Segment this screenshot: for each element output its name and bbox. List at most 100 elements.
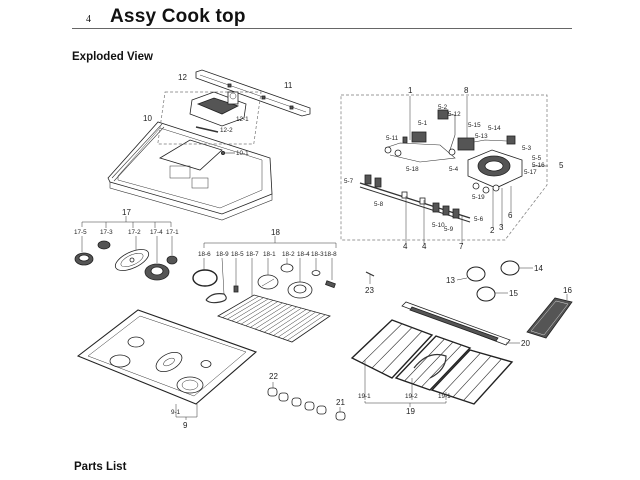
callout-8: 8 bbox=[464, 86, 469, 95]
part-10-base-tray bbox=[107, 121, 273, 221]
rack-wire bbox=[236, 300, 274, 323]
part-23-pin bbox=[365, 271, 375, 284]
part-19-1-grate-left bbox=[350, 319, 434, 379]
callout-5-3: 5-3 bbox=[522, 145, 532, 152]
callout-17: 17 bbox=[122, 208, 131, 217]
callout-5-9: 5-9 bbox=[444, 226, 454, 233]
callout-5-18: 5-18 bbox=[406, 166, 419, 173]
callout-21: 21 bbox=[336, 398, 345, 407]
callout-5-1: 5-1 bbox=[418, 120, 428, 127]
callout-5-19: 5-19 bbox=[472, 194, 485, 201]
callout-5-16: 5-16 bbox=[532, 162, 545, 169]
part-17-3-burner-cap bbox=[97, 240, 111, 250]
callout-5-8: 5-8 bbox=[374, 201, 384, 208]
callout-4-left: 4 bbox=[403, 242, 408, 251]
title-underline bbox=[72, 28, 572, 29]
rack-wire bbox=[287, 314, 326, 341]
callout-5: 5 bbox=[559, 161, 564, 170]
rack-wire bbox=[231, 298, 269, 322]
part-5-7-valve-manifold-front bbox=[359, 174, 471, 223]
callout-17-2: 17-2 bbox=[128, 229, 141, 236]
callout-5-10: 5-10 bbox=[432, 222, 445, 229]
part-18-9-wire bbox=[205, 257, 227, 304]
callout-5-12: 5-12 bbox=[448, 111, 461, 118]
callout-14: 14 bbox=[534, 264, 543, 273]
callout-18-9: 18-9 bbox=[216, 251, 229, 258]
grate-bar bbox=[381, 331, 423, 374]
grate-bar bbox=[361, 323, 403, 364]
callout-10: 10 bbox=[143, 114, 152, 123]
part-9-top-panel bbox=[76, 309, 258, 420]
callout-6: 6 bbox=[508, 211, 513, 220]
callout-18-8: 18-8 bbox=[324, 251, 337, 258]
callout-5-6: 5-6 bbox=[474, 216, 484, 223]
part-17-5-burner-cap bbox=[74, 236, 94, 266]
callout-5-15: 5-15 bbox=[468, 122, 481, 129]
callout-18-6: 18-6 bbox=[198, 251, 211, 258]
callout-20: 20 bbox=[521, 339, 530, 348]
callout-22: 22 bbox=[269, 372, 278, 381]
section-heading-parts-list: Parts List bbox=[74, 461, 127, 473]
callout-5-13: 5-13 bbox=[475, 133, 488, 140]
part-5-5-burner-ring bbox=[467, 149, 523, 194]
callout-labels: 12 11 12-1 12-2 10 10-1 1 8 5-2 5-12 5-1… bbox=[74, 73, 572, 430]
grate-bar bbox=[421, 344, 462, 388]
callout-17-3: 17-3 bbox=[100, 229, 113, 236]
callout-12-2: 12-2 bbox=[220, 127, 233, 134]
callout-16: 16 bbox=[563, 286, 572, 295]
page-title: Assy Cook top bbox=[110, 6, 246, 27]
section-heading-exploded-view: Exploded View bbox=[72, 51, 153, 63]
part-18-4-burner-head bbox=[287, 258, 313, 299]
part-18-3-cap-small bbox=[311, 258, 321, 276]
callout-12-1: 12-1 bbox=[236, 116, 249, 123]
callout-7: 7 bbox=[459, 242, 464, 251]
callout-19-1-right: 19-1 bbox=[438, 393, 451, 400]
rack-wire bbox=[268, 309, 307, 335]
part-18-8-clip bbox=[325, 258, 336, 289]
rack-wire bbox=[240, 301, 278, 325]
part-19-1-grate-right bbox=[430, 349, 514, 405]
part-12-1-control-module bbox=[189, 91, 247, 127]
callout-18-5: 18-5 bbox=[231, 251, 244, 258]
callout-3: 3 bbox=[499, 223, 504, 232]
part-17-2-oval-burner bbox=[114, 236, 150, 271]
group-5-leaders bbox=[405, 96, 548, 244]
callout-1: 1 bbox=[408, 86, 413, 95]
callout-11: 11 bbox=[284, 81, 293, 90]
callout-17-5: 17-5 bbox=[74, 229, 87, 236]
callout-19: 19 bbox=[406, 407, 415, 416]
part-8-valve-center bbox=[448, 137, 475, 156]
part-18-5-igniter bbox=[233, 258, 239, 293]
grate-bar bbox=[412, 341, 454, 385]
grate-bar bbox=[463, 358, 502, 401]
part-22-knobs bbox=[267, 382, 327, 415]
rack-wire bbox=[250, 303, 288, 328]
callout-9-1: 9-1 bbox=[171, 409, 181, 416]
callout-5-5: 5-5 bbox=[532, 155, 542, 162]
rack-wire bbox=[282, 313, 321, 339]
callout-23: 23 bbox=[365, 286, 374, 295]
part-18-7-grate-rack bbox=[217, 258, 331, 343]
callout-12: 12 bbox=[178, 73, 187, 82]
grate-bar bbox=[404, 338, 445, 382]
part-5-group-box bbox=[340, 94, 548, 241]
callout-5-7: 5-7 bbox=[344, 178, 354, 185]
part-1-valve-left bbox=[384, 131, 456, 163]
part-15-ring bbox=[476, 286, 508, 302]
grate-bar bbox=[371, 327, 413, 369]
callout-18-1: 18-1 bbox=[263, 251, 276, 258]
rack-wire bbox=[245, 302, 283, 326]
callout-17-1: 17-1 bbox=[166, 229, 179, 236]
callout-5-17: 5-17 bbox=[524, 169, 537, 176]
callout-18-2: 18-2 bbox=[282, 251, 295, 258]
part-18-6-ring bbox=[192, 258, 218, 287]
callout-5-14: 5-14 bbox=[488, 125, 501, 132]
part-19-2-grate-center bbox=[394, 335, 472, 391]
callout-5-11: 5-11 bbox=[386, 135, 399, 142]
callout-15: 15 bbox=[509, 289, 518, 298]
rack-wire bbox=[277, 311, 316, 338]
part-14-ring bbox=[500, 260, 533, 276]
part-11-rail bbox=[195, 69, 311, 117]
part-13-ring bbox=[456, 266, 486, 282]
callout-18-7: 18-7 bbox=[246, 251, 259, 258]
